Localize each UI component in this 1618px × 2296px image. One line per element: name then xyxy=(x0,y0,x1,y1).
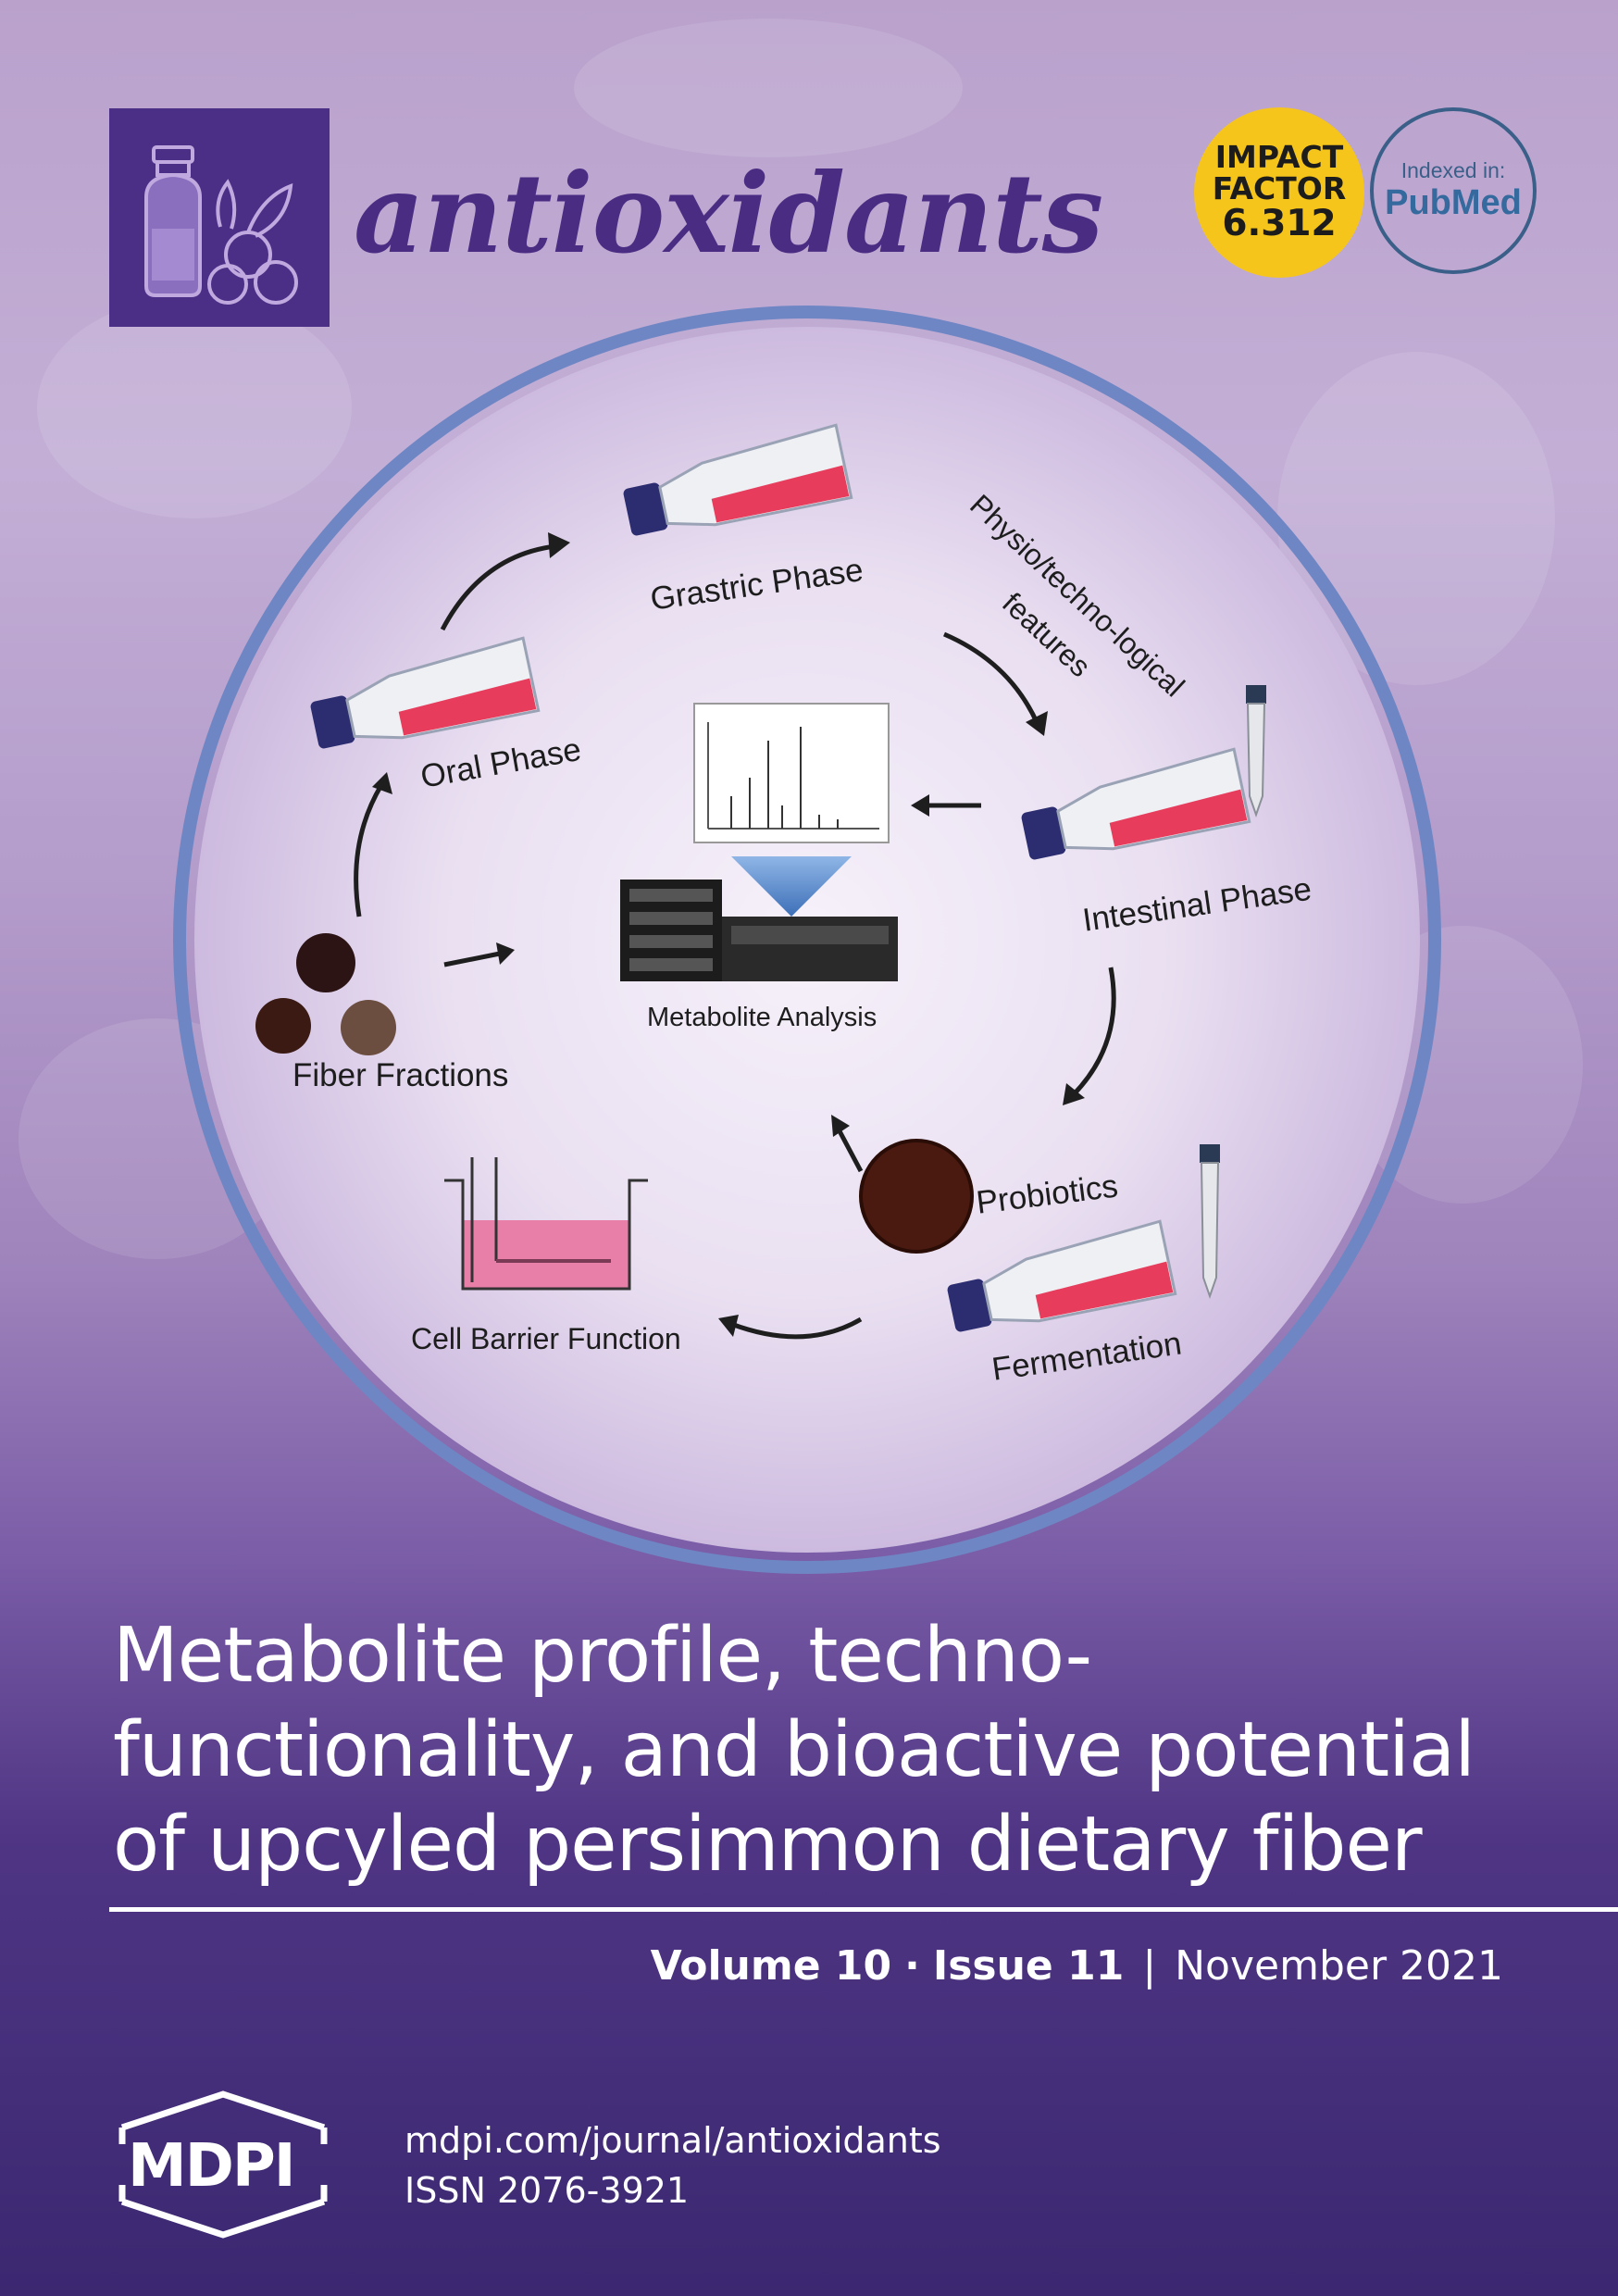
fiber-fractions-label: Fiber Fractions xyxy=(292,1057,509,1093)
petri-dish-icon xyxy=(859,1139,974,1254)
cell-barrier-label: Cell Barrier Function xyxy=(411,1322,681,1355)
issue-date: November 2021 xyxy=(1175,1942,1503,1990)
factor-label: FACTOR xyxy=(1212,170,1347,206)
journal-url[interactable]: mdpi.com/journal/antioxidants xyxy=(404,2120,941,2161)
metabolite-analysis-label: Metabolite Analysis xyxy=(647,1003,877,1032)
journal-logo xyxy=(109,108,330,327)
issue-dot: · xyxy=(904,1942,920,1990)
indexed-label: Indexed in: xyxy=(1400,158,1506,182)
fiber-fraction-dot xyxy=(255,998,311,1054)
test-tube-icon xyxy=(1200,1144,1220,1300)
headline-line: of upcyled persimmon dietary fiber xyxy=(113,1801,1423,1889)
journal-title: antioxidants xyxy=(354,149,1103,278)
flask-icon xyxy=(310,636,541,749)
test-tube-icon xyxy=(1246,685,1266,818)
pubmed-badge: Indexed in: PubMed xyxy=(1370,107,1537,274)
arrow-heads xyxy=(372,532,1085,1337)
arrow-intestinal-to-probiotics xyxy=(1072,967,1116,1096)
issue-separator: | xyxy=(1142,1942,1157,1990)
background-cell-shape xyxy=(574,19,963,157)
impact-value: 6.312 xyxy=(1222,203,1337,244)
arrow-fermentation-to-barrier xyxy=(730,1316,863,1340)
digestion-diagram xyxy=(173,306,1441,1574)
arrow-dish-to-analysis xyxy=(835,1126,864,1173)
flow-arrows xyxy=(354,543,1116,1340)
arrow-oral-to-gastric xyxy=(440,543,556,631)
headline-line: functionality, and bioactive potential xyxy=(113,1706,1475,1794)
impact-label: IMPACT xyxy=(1214,139,1344,175)
volume-label: Volume 10 xyxy=(650,1942,892,1990)
background-cell-shape xyxy=(37,296,352,518)
spectrum-chart-icon xyxy=(693,703,890,843)
cover-headline: Metabolite profile, techno- functionalit… xyxy=(113,1609,1557,1892)
headline-line: Metabolite profile, techno- xyxy=(113,1612,1092,1700)
flask-icon xyxy=(947,1219,1177,1332)
issue-info: Volume 10 · Issue 11 | November 2021 xyxy=(651,1942,1503,1990)
cell-barrier-well-icon xyxy=(444,1157,648,1291)
analysis-cone xyxy=(731,856,852,917)
arrow-physio-to-intestinal xyxy=(943,631,1039,724)
bottle-berries-icon xyxy=(144,145,298,305)
mdpi-logo-icon xyxy=(118,2090,328,2239)
diagram-outer-ring xyxy=(173,306,1441,1574)
lcms-instrument-icon xyxy=(620,880,898,981)
pubmed-label: PubMed xyxy=(1385,183,1522,222)
issue-label: Issue 11 xyxy=(932,1942,1125,1990)
divider xyxy=(109,1907,1618,1912)
flask-icon xyxy=(1021,747,1251,860)
flask-icon xyxy=(623,423,853,536)
mdpi-logo-text: MDPI xyxy=(128,2132,296,2201)
fiber-fraction-dot xyxy=(296,933,355,992)
fiber-fraction-dot xyxy=(341,1000,396,1055)
arrow-fiber-to-oral xyxy=(354,783,384,917)
impact-factor-badge: IMPACT FACTOR 6.312 xyxy=(1194,107,1364,278)
issn: ISSN 2076-3921 xyxy=(404,2170,690,2211)
arrow-fiber-to-analysis xyxy=(443,951,501,967)
